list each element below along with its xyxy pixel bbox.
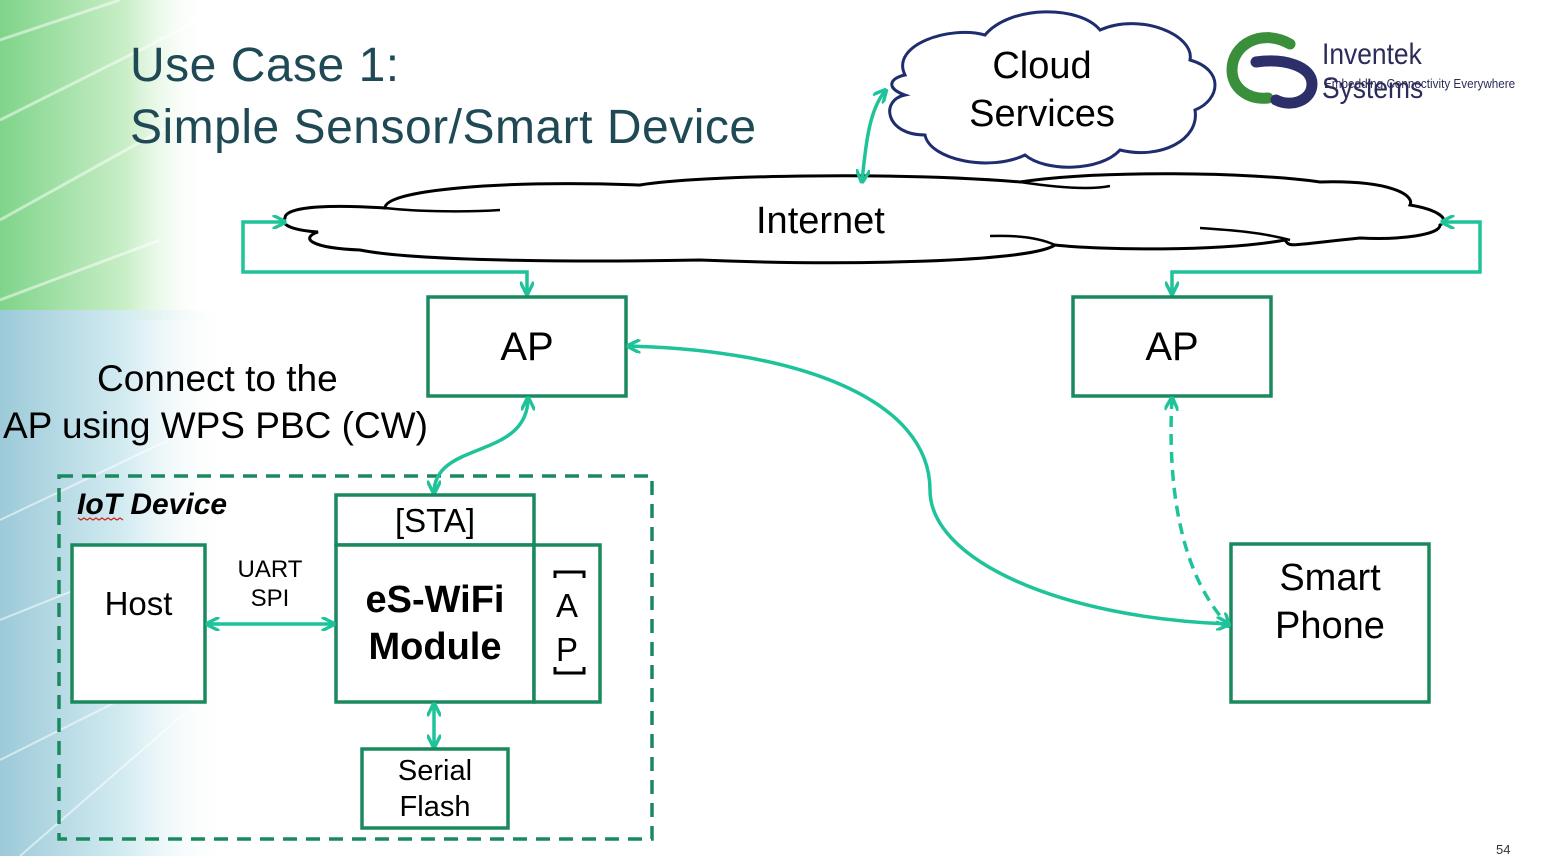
iot-device-label: IoT Device [77, 488, 228, 521]
interface-label: UART SPI [225, 555, 315, 613]
module-ap-label-a: A [555, 587, 578, 624]
serial-flash-label-line1: Serial [397, 755, 473, 787]
connect-label-line1: Connect to the [97, 358, 338, 399]
cloud-services-shape [888, 10, 1217, 169]
link-module-ap [434, 398, 528, 493]
ap-left-label: AP [500, 325, 554, 369]
logo-name: Inventek Systems [1322, 38, 1424, 105]
serial-flash-label-line2: Flash [399, 791, 471, 823]
host-box [70, 543, 207, 704]
module-ap-label: A P [534, 584, 600, 672]
cloud-services-label-line2: Services [969, 93, 1115, 135]
inventek-logo-icon [1226, 32, 1318, 109]
page-title-line-1: Use Case 1: [130, 39, 400, 92]
smart-phone-label: Smart Phone [1231, 554, 1429, 650]
logo-tagline: Embedding Connectivity Everywhere [1324, 76, 1516, 91]
host-label: Host [104, 585, 173, 622]
spi-label: SPI [250, 585, 290, 612]
connect-label-line2: AP using WPS PBC (CW) [3, 405, 428, 446]
ap-left-box [426, 295, 628, 398]
uart-label: UART [237, 556, 303, 583]
link-internet-ap-left [241, 222, 527, 294]
module-label: eS-WiFi Module [336, 577, 534, 671]
slide-number: 54 [1496, 842, 1511, 857]
serial-flash-label: Serial Flash [362, 753, 508, 825]
sta-box [334, 493, 536, 547]
cloud-services-label: Cloud Services [950, 42, 1134, 138]
cloud-services-label-line1: Cloud [992, 45, 1092, 87]
smart-phone-label-line2: Phone [1275, 605, 1385, 647]
module-ap-label-p: P [555, 631, 578, 668]
link-internet-cloud [862, 90, 886, 182]
page-title-line-2: Simple Sensor/Smart Device [130, 101, 757, 154]
ap-right-label: AP [1145, 325, 1199, 369]
module-ap-bracket [553, 570, 586, 675]
internet-cloud-contour [384, 180, 1291, 247]
link-ap-smartphone [628, 346, 1229, 624]
link-internet-ap-right [1172, 222, 1482, 294]
module-label-line2: Module [368, 626, 502, 668]
internet-label: Internet [756, 200, 885, 242]
sta-label: [STA] [394, 502, 476, 539]
smart-phone-label-line1: Smart [1279, 557, 1381, 599]
serial-flash-box [360, 747, 510, 830]
module-box [334, 543, 536, 704]
spellcheck-squiggle [77, 517, 124, 521]
iot-device-boundary [57, 474, 654, 841]
module-label-line1: eS-WiFi [365, 579, 505, 621]
link-ap-right-smartphone [1171, 398, 1229, 626]
